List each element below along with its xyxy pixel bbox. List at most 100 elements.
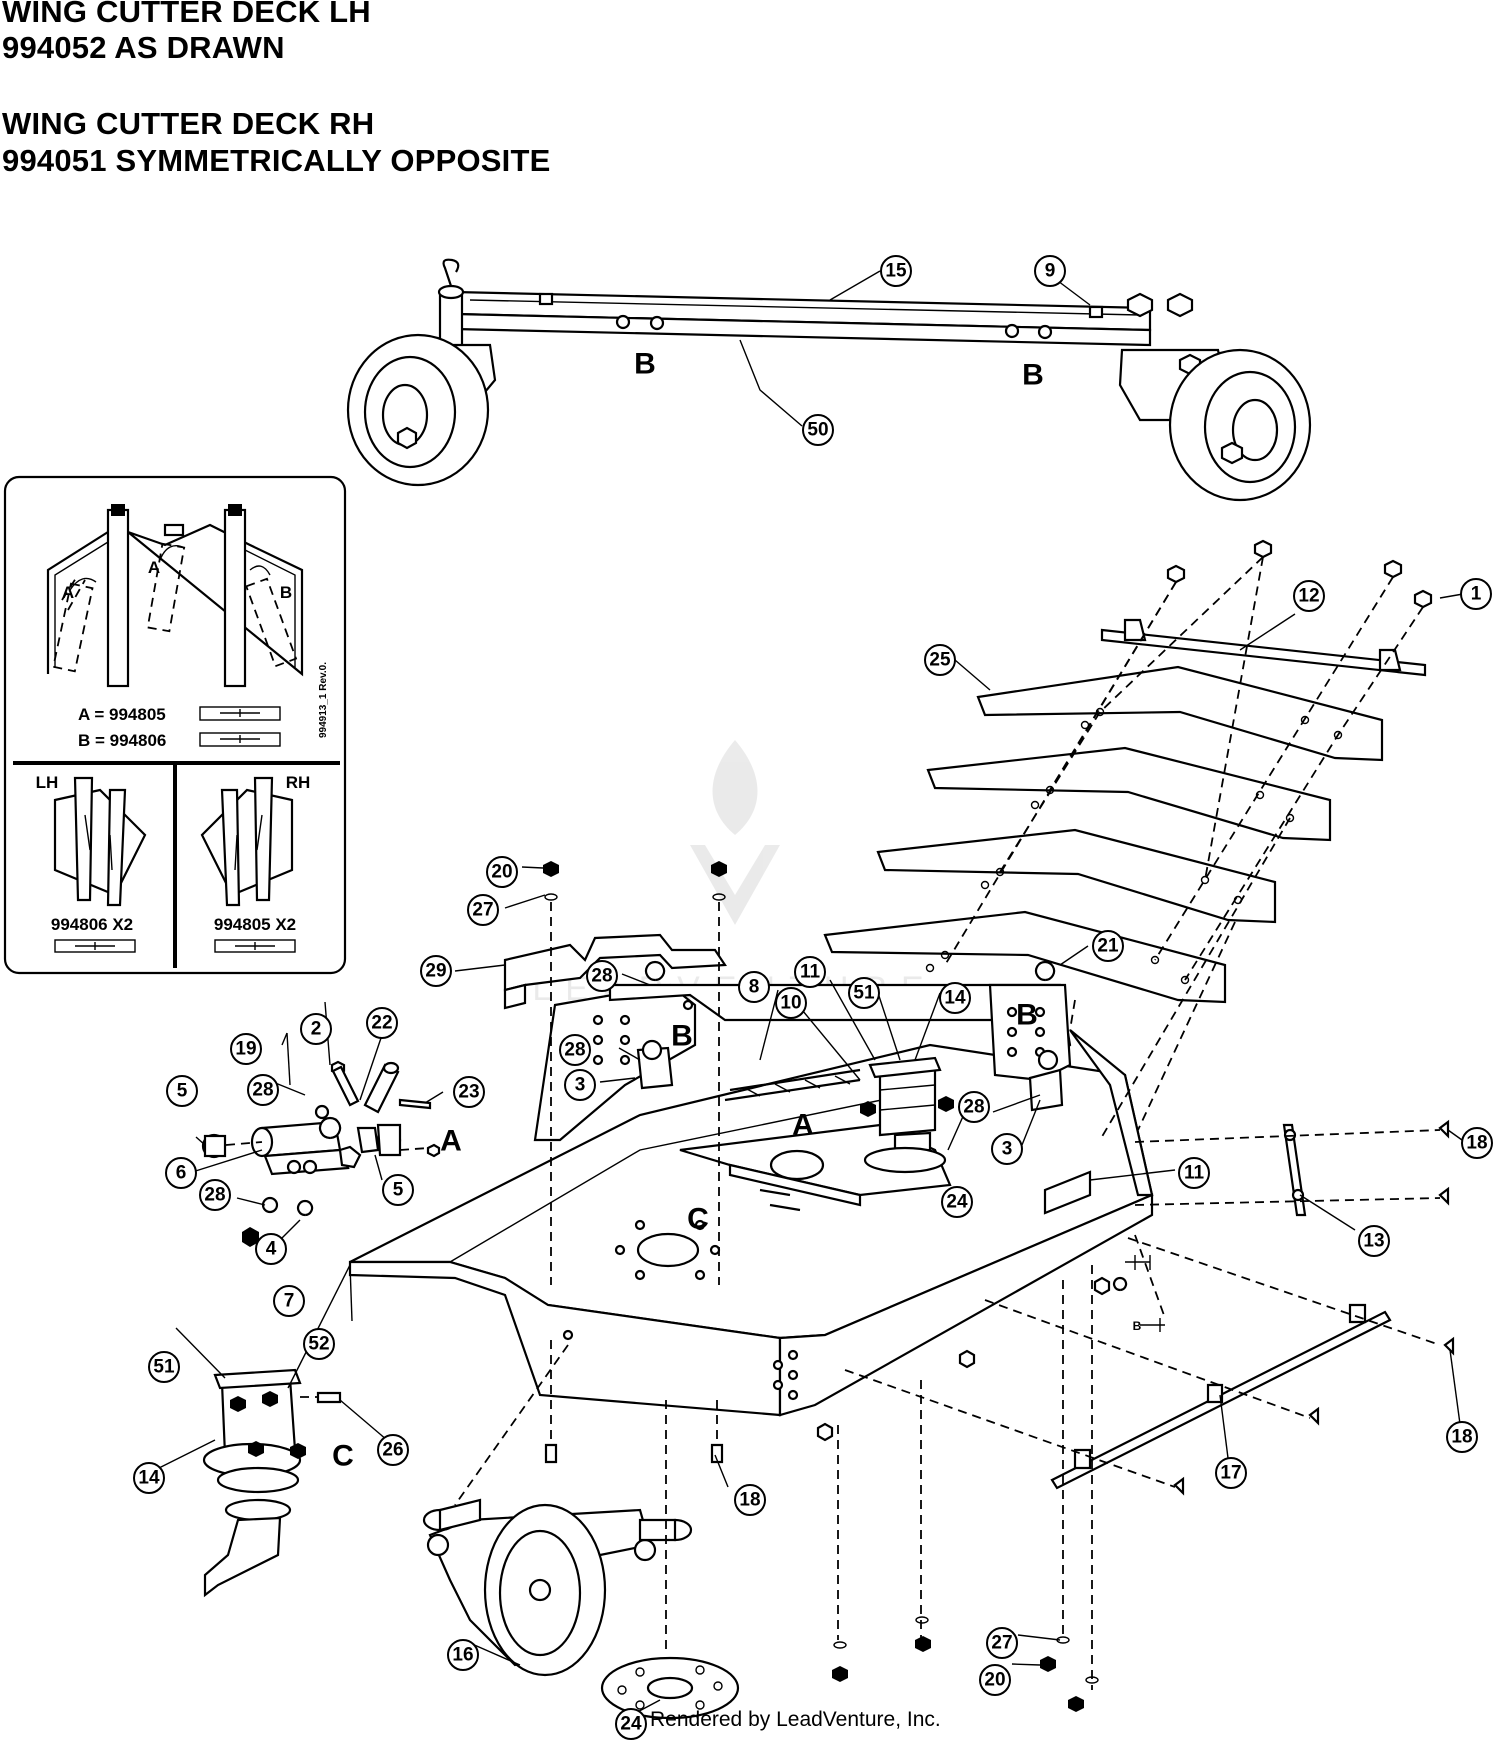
inset-legend-a: A = 994805 (78, 705, 166, 724)
blade-orientation-inset: A A B A = 994805 B = 994806 994913_1 Rev… (3, 475, 347, 975)
svg-text:3: 3 (1002, 1139, 1013, 1160)
svg-text:25: 25 (929, 650, 951, 671)
callout-3-left: 3 (564, 1069, 596, 1101)
footer-credit: Rendered by LeadVenture, Inc. (650, 1708, 941, 1731)
svg-text:29: 29 (425, 961, 446, 982)
callout-19: 19 (230, 1033, 262, 1065)
callout-10: 10 (775, 987, 807, 1019)
svg-text:22: 22 (371, 1013, 392, 1034)
svg-text:8: 8 (749, 977, 760, 998)
svg-text:17: 17 (1220, 1463, 1241, 1484)
callout-27-bottom: 27 (986, 1627, 1018, 1659)
mower-deck (348, 983, 1154, 1417)
callout-12: 12 (1293, 580, 1325, 612)
svg-text:18: 18 (739, 1490, 760, 1511)
callout-51-bottom: 51 (148, 1351, 180, 1383)
callout-24-mid: 24 (941, 1186, 973, 1218)
svg-text:18: 18 (1466, 1133, 1487, 1154)
svg-text:18: 18 (1451, 1427, 1472, 1448)
svg-text:11: 11 (800, 962, 821, 983)
detail-b-marker-deck-right: B (1016, 999, 1038, 1032)
front-caster-wheel (422, 1498, 693, 1677)
callout-28-e: 28 (199, 1179, 231, 1211)
callout-5-left: 5 (166, 1075, 198, 1107)
leader-lines (154, 270, 1464, 1718)
callout-1: 1 (1460, 578, 1492, 610)
svg-text:19: 19 (235, 1039, 256, 1060)
callout-13: 13 (1358, 1225, 1390, 1257)
inset-blade-label-a-left: A (62, 583, 74, 602)
svg-text:27: 27 (991, 1633, 1012, 1654)
callout-27-top: 27 (467, 894, 499, 926)
baffle-plates (823, 665, 1384, 1004)
svg-text:13: 13 (1363, 1231, 1384, 1252)
detail-b-marker-axle-right: B (1022, 359, 1044, 392)
svg-text:23: 23 (458, 1082, 479, 1103)
svg-text:14: 14 (944, 988, 966, 1009)
callout-11-top: 11 (794, 956, 826, 988)
svg-text:28: 28 (963, 1097, 984, 1118)
hydraulic-hose (729, 1068, 861, 1092)
svg-text:28: 28 (564, 1040, 585, 1061)
callout-22: 22 (366, 1007, 398, 1039)
svg-text:51: 51 (853, 983, 875, 1004)
callout-6: 6 (165, 1157, 197, 1189)
svg-text:9: 9 (1045, 261, 1056, 282)
callout-15: 15 (880, 255, 912, 287)
inset-rh-label: RH (286, 773, 311, 792)
callout-52: 52 (303, 1328, 335, 1360)
motor-detail-c (202, 1368, 342, 1598)
callout-11-right: 11 (1178, 1157, 1210, 1189)
svg-text:28: 28 (204, 1185, 225, 1206)
part-number-rh: 994051 SYMMETRICALLY OPPOSITE (2, 143, 551, 178)
callout-24-bottom: 24 (615, 1708, 647, 1740)
svg-text:50: 50 (807, 420, 828, 441)
svg-text:6: 6 (176, 1163, 187, 1184)
svg-text:5: 5 (393, 1180, 404, 1201)
detail-c-marker-motor: C (332, 1440, 354, 1473)
title-lh: WING CUTTER DECK LH (2, 0, 371, 29)
svg-text:20: 20 (984, 1670, 1005, 1691)
callout-18-bottom: 18 (734, 1484, 766, 1516)
callout-25: 25 (924, 644, 956, 676)
svg-text:11: 11 (1184, 1163, 1205, 1184)
callout-23: 23 (453, 1076, 485, 1108)
callout-18-right: 18 (1446, 1421, 1478, 1453)
svg-text:2: 2 (311, 1019, 322, 1040)
svg-text:14: 14 (138, 1468, 160, 1489)
inset-blade-label-a-center: A (148, 558, 160, 577)
svg-text:27: 27 (472, 900, 493, 921)
svg-text:1: 1 (1471, 584, 1482, 605)
inset-revision: 994913_1 Rev.0. (318, 662, 329, 738)
part-callouts: 1 12 25 15 9 50 20 27 29 28 28 3 8 10 11… (133, 255, 1493, 1740)
svg-text:28: 28 (591, 966, 612, 987)
baffle-bar-assembly (944, 539, 1433, 981)
hydraulic-motor (860, 1056, 954, 1174)
callout-18-top: 18 (1461, 1127, 1493, 1159)
inset-legend-b: B = 994806 (78, 731, 166, 750)
callout-14-top: 14 (939, 982, 971, 1014)
callout-26: 26 (377, 1434, 409, 1466)
callout-28-d: 28 (247, 1074, 279, 1106)
callout-5-right: 5 (382, 1174, 414, 1206)
svg-text:26: 26 (382, 1440, 403, 1461)
callout-50: 50 (802, 414, 834, 446)
callout-28-b: 28 (559, 1034, 591, 1066)
svg-text:52: 52 (308, 1334, 329, 1355)
inset-rh-part: 994805 X2 (214, 915, 296, 934)
detail-b-marker-axle-left: B (634, 348, 656, 381)
callout-20-bottom: 20 (979, 1664, 1011, 1696)
svg-text:51: 51 (153, 1357, 175, 1378)
title-rh: WING CUTTER DECK RH (2, 106, 375, 141)
detail-a-marker-fitting: A (440, 1125, 462, 1158)
callout-16: 16 (447, 1639, 479, 1671)
deck-fasteners: B (454, 817, 1291, 1712)
svg-text:4: 4 (266, 1239, 277, 1260)
callout-3-right: 3 (991, 1133, 1023, 1165)
inset-lh-part: 994806 X2 (51, 915, 133, 934)
callout-9: 9 (1034, 255, 1066, 287)
height-adjust-pins (636, 960, 1064, 1112)
callout-8: 8 (738, 971, 770, 1003)
svg-text:5: 5 (177, 1081, 188, 1102)
